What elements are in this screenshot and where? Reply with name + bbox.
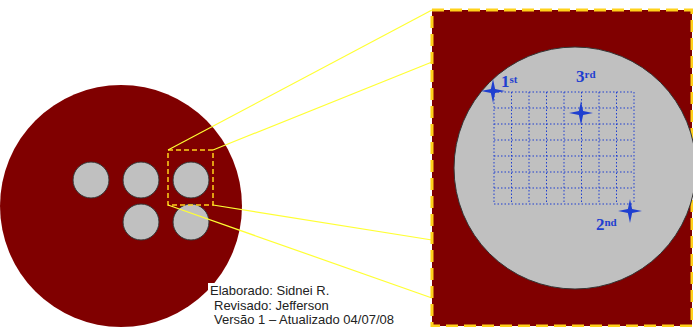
samples [73,162,209,240]
zoom-frame [168,150,213,205]
indent-star [569,101,593,125]
author-note: Elaborado: Sidnei R. [208,283,331,298]
callout-number: 1st [501,73,517,91]
sample-zoomed [454,47,693,289]
indent-star [618,199,642,223]
cross-section [0,85,242,327]
reviewer-note: Revisado: Jefferson [212,298,331,313]
callout-number: 3rd [576,68,596,86]
callout-number: 2nd [596,216,617,234]
indent-marks [481,79,642,223]
zoom-leaders [168,10,432,298]
version-note: Versão 1 – Atualizado 04/07/08 [212,312,396,327]
measurement-grid [494,92,634,204]
